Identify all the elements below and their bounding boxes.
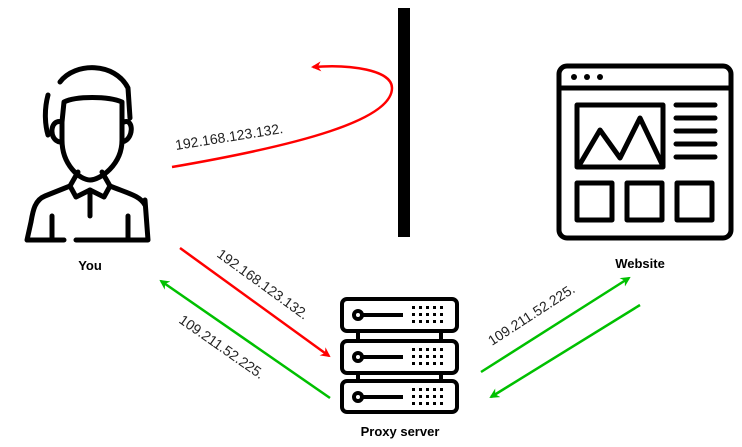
- blocked-request-arrow: [171, 61, 394, 169]
- response-to-user-arrow: [159, 279, 331, 400]
- proxy-server-label: Proxy server: [361, 424, 440, 439]
- website-label: Website: [615, 256, 665, 271]
- website-to-proxy-arrow: [489, 303, 641, 399]
- request-to-proxy-arrow: [179, 246, 331, 358]
- you-label: You: [78, 258, 102, 273]
- browser-dots-icon: [571, 74, 603, 80]
- firewall-wall: [398, 8, 410, 237]
- proxy-to-website-ip-label: 109.211.52.225.: [485, 281, 578, 349]
- proxy-server-icon: [340, 297, 459, 414]
- website-icon: [556, 63, 734, 241]
- user-icon: [24, 65, 151, 243]
- proxy-to-website-arrow: [480, 276, 631, 374]
